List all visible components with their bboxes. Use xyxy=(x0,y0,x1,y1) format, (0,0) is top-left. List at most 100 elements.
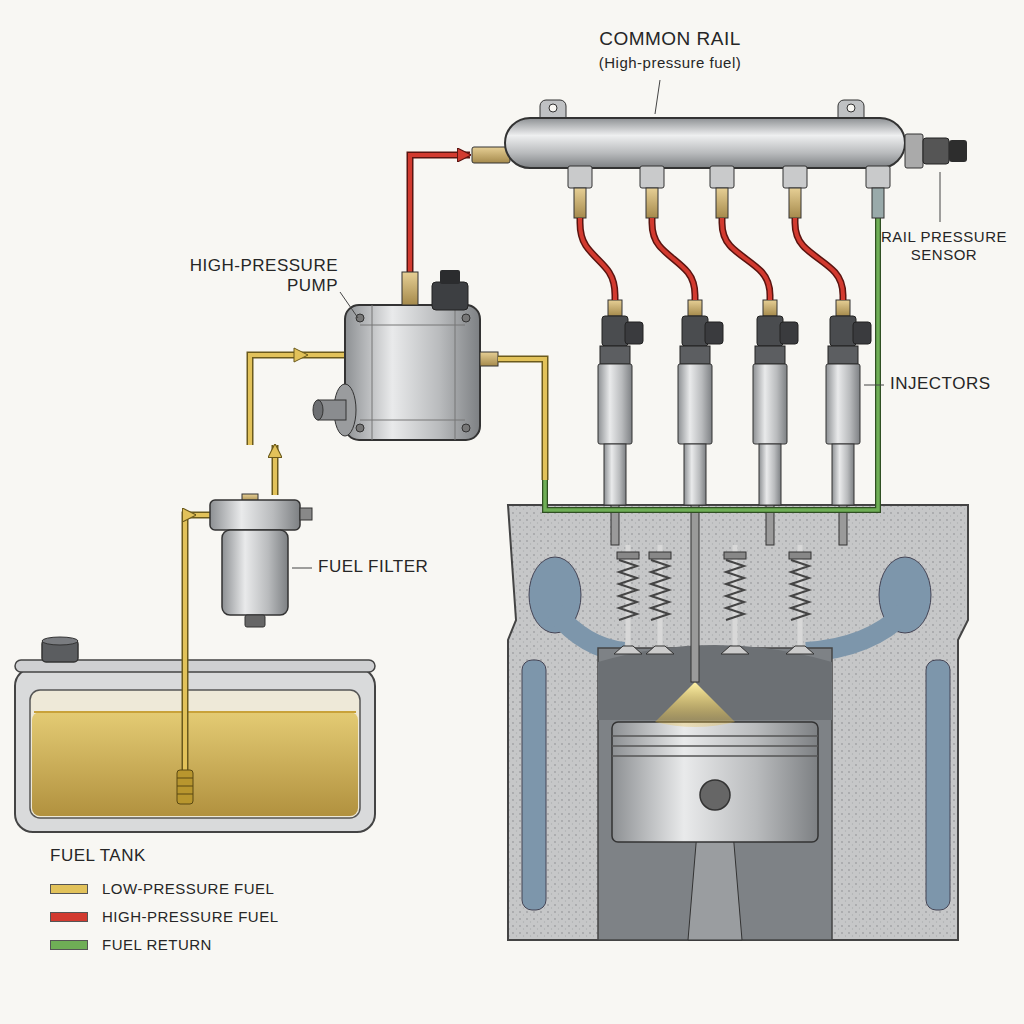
injector-feed-pipes xyxy=(580,218,843,300)
valve-head xyxy=(614,646,642,654)
pump-bolt xyxy=(356,424,364,432)
fuel-surface xyxy=(34,711,356,713)
injector-nozzle xyxy=(691,505,699,682)
rail-part: COMMON RAIL(High-pressure fuel) xyxy=(470,22,870,218)
pump-solenoid xyxy=(432,282,468,310)
outlet-hex xyxy=(568,166,592,188)
tank-cutaway xyxy=(30,690,360,818)
part-label: INJECTORS xyxy=(890,374,1000,394)
piston-pin xyxy=(700,780,730,810)
fuel-tank-drawing xyxy=(15,637,375,832)
high-pressure-pipe xyxy=(410,155,470,250)
legend-row: FUEL RETURN xyxy=(50,936,212,953)
mount-hole xyxy=(549,104,557,112)
filler-cap-top xyxy=(42,637,78,645)
pump-return-pipe xyxy=(498,359,545,480)
outlet-hex xyxy=(783,166,807,188)
outlet-hex xyxy=(640,166,664,188)
pump-bolt xyxy=(462,314,470,322)
injector-plug xyxy=(705,322,723,344)
filter-head xyxy=(210,500,300,530)
valve-stem xyxy=(733,545,738,648)
spring-retainer xyxy=(649,552,671,559)
injector-fitting xyxy=(836,300,850,316)
injector-cap xyxy=(602,316,628,346)
part-label: FUEL FILTER xyxy=(318,557,456,577)
outlet-neck xyxy=(646,188,658,218)
pipe xyxy=(185,515,195,650)
pump-return-fitting xyxy=(480,352,498,366)
port-channel xyxy=(555,612,624,652)
pump-return-outline xyxy=(498,359,545,480)
fuel-level xyxy=(32,712,358,816)
legend-row: HIGH-PRESSURE FUEL xyxy=(50,908,279,925)
legend-label: HIGH-PRESSURE FUEL xyxy=(102,908,279,925)
rail-inlet-fitting xyxy=(472,147,510,163)
part-label: FUEL TANK xyxy=(50,846,250,866)
pump-feed-outline xyxy=(250,355,345,445)
sensor-plug xyxy=(949,140,967,162)
pipe xyxy=(580,218,843,300)
label-slot: INJECTORS xyxy=(890,374,1000,394)
outlet-neck xyxy=(574,188,586,218)
injector xyxy=(678,300,723,505)
injector xyxy=(753,300,798,505)
common-rail-drawing xyxy=(472,80,967,222)
injector-body xyxy=(753,364,787,444)
solenoid-plug xyxy=(440,270,460,284)
injector-stem xyxy=(832,444,854,505)
flow-arrowhead xyxy=(294,348,308,362)
injector-fitting xyxy=(688,300,702,316)
injector-stem xyxy=(684,444,706,505)
label-slot: (High-pressure fuel) xyxy=(520,54,820,72)
return-line xyxy=(545,218,878,510)
pump-bolt xyxy=(462,424,470,432)
pipe-outline xyxy=(410,155,470,250)
label-slot: RAIL PRESSURE SENSOR xyxy=(878,228,1010,264)
strainer-mesh xyxy=(177,778,193,794)
filter-plug xyxy=(300,508,312,520)
filter-drain xyxy=(245,615,265,627)
pump-feed-pipe xyxy=(250,355,345,445)
outlet-hex xyxy=(866,166,890,188)
pipe xyxy=(410,155,470,250)
valve xyxy=(721,545,749,654)
rail-leader xyxy=(655,80,660,114)
water-jacket xyxy=(522,660,546,910)
label-slot: FUEL TANK xyxy=(50,846,250,866)
pipe-outline xyxy=(272,445,279,495)
valve-spring xyxy=(791,560,809,620)
pump-ribs xyxy=(360,305,465,440)
injector xyxy=(826,300,871,505)
engine-cutaway xyxy=(508,505,968,940)
fuel-spray xyxy=(655,682,735,727)
rail-outlet xyxy=(568,166,890,218)
valve-head xyxy=(646,646,674,654)
injector-collar xyxy=(680,346,710,364)
injector-stem xyxy=(604,444,626,505)
injector-cap xyxy=(682,316,708,346)
return-line-outline xyxy=(545,218,878,510)
piston xyxy=(612,722,818,842)
valve-spring xyxy=(651,560,669,620)
injectors-drawing xyxy=(598,300,884,505)
injector xyxy=(598,300,643,505)
legend-label: LOW-PRESSURE FUEL xyxy=(102,880,274,897)
injector-body xyxy=(598,364,632,444)
sensor-part: RAIL PRESSURE SENSOR xyxy=(872,120,1016,280)
outlet-neck xyxy=(716,188,728,218)
filter-leader xyxy=(292,568,312,569)
legend-row: LOW-PRESSURE FUEL xyxy=(50,880,274,897)
part-label: (High-pressure fuel) xyxy=(520,54,820,72)
outlet-neck xyxy=(789,188,801,218)
valve-spring xyxy=(726,560,744,620)
injector-body xyxy=(826,364,860,444)
drive-shaft-end xyxy=(313,400,323,420)
fuel-filter-drawing xyxy=(195,494,312,627)
valve-stem xyxy=(798,545,803,648)
valve xyxy=(646,545,674,654)
injectors-leader xyxy=(864,385,884,386)
label-slot: HIGH-PRESSURE PUMP xyxy=(172,256,338,297)
